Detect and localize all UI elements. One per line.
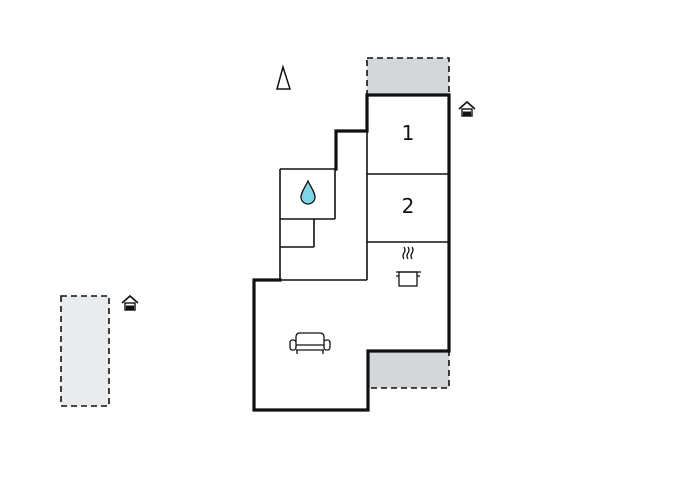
outer-wall (252, 93, 451, 412)
house-icon (458, 100, 476, 117)
cooking-pot-icon (396, 246, 421, 287)
water-drop-icon (300, 179, 316, 205)
house-icon (121, 294, 139, 311)
north-arrow-icon (276, 64, 292, 90)
interior-walls (279, 95, 449, 281)
room-label-1: 1 (402, 121, 415, 145)
sofa-icon (289, 332, 331, 354)
terrace-bottom (367, 350, 450, 389)
room-label-2: 2 (402, 194, 415, 218)
outdoor-area-left (60, 295, 110, 407)
terrace-top (366, 57, 450, 96)
